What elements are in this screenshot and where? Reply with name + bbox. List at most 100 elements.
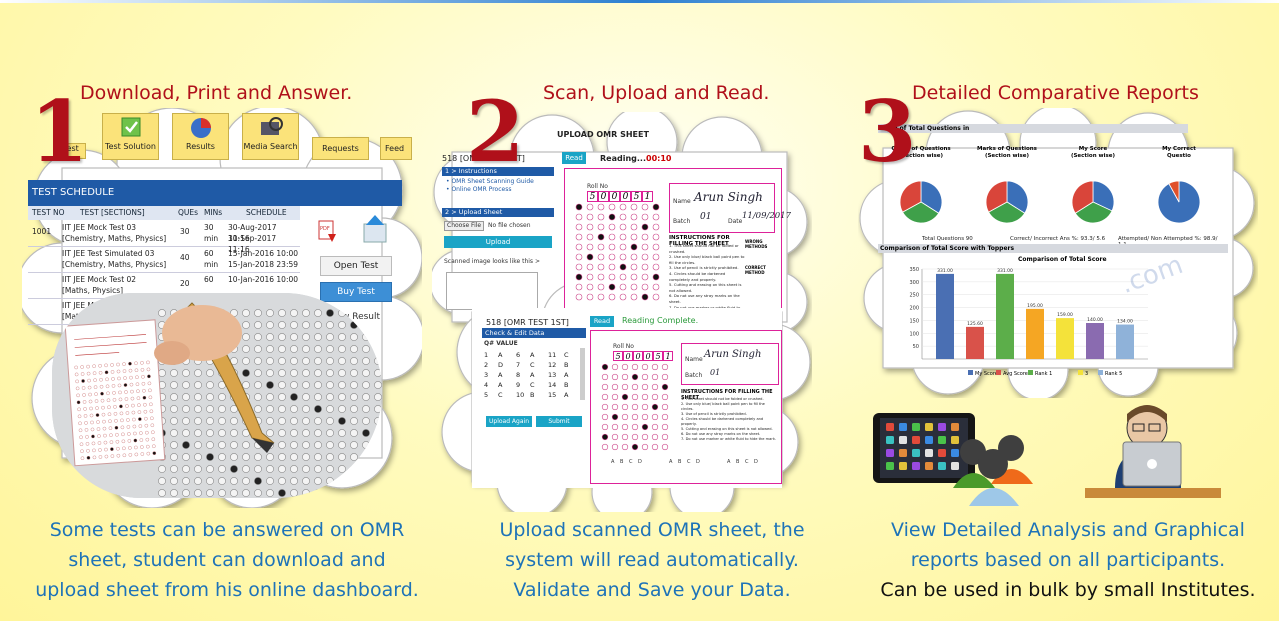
omr-bubble [619,263,627,271]
omr-bubble [266,345,274,353]
omr-bubble [350,429,358,437]
sheet-bubble [134,445,138,450]
pdf-icon[interactable]: PDF [318,220,336,242]
sheet-bubble [124,390,128,394]
omr-bubble [230,477,238,485]
omr-bubble [158,477,166,485]
toolbar-results[interactable]: Results [172,113,229,160]
omr-bubble [601,393,609,401]
omr-bubble [290,381,298,389]
sheet-bubble [74,365,78,370]
link-online-omr[interactable]: • Online OMR Process [446,186,512,193]
scrollbar[interactable] [580,348,585,400]
sheet-bubble [91,434,95,439]
omr-bubble [338,441,346,449]
sheet-bubble [140,361,144,365]
sheet-bubble [98,448,102,452]
legend-swatch [968,370,973,375]
toolbar-requests[interactable]: Requests [312,137,369,160]
open-test-button[interactable]: Open Test [320,256,392,276]
read-button[interactable]: Read [590,316,614,327]
sheet-bubble [117,376,121,381]
sheet-bubble [100,391,104,396]
omr-bubble [631,423,639,431]
omr-bubble [362,369,370,377]
omr-bubble [170,393,178,401]
omr-bubble [314,441,322,449]
omr-bubble [218,393,226,401]
sheet-bubble [138,424,143,428]
omr-bubble [302,321,310,329]
omr-bubble [597,283,605,291]
sheet-bubble [127,439,132,443]
toolbar-test-solution[interactable]: Test Solution [102,113,159,160]
choose-file-button[interactable]: Choose File [444,221,485,231]
view-result-link[interactable]: View Result [328,312,381,322]
pie-slice [1071,180,1094,214]
omr-bubble [652,243,660,251]
sheet-bubble [86,455,91,460]
omr-bubble [242,345,250,353]
sheet-bubble [132,424,137,429]
omr-bubble [242,357,250,365]
read-button[interactable]: Read [562,152,586,164]
sheet-bubble [84,428,89,432]
comparison-header: Comparison of Total Score with Toppers [878,244,1228,253]
buy-test-button[interactable]: Buy Test [320,282,392,302]
pie-title: Marks of Questions [977,146,1037,152]
omr-bubble [641,213,649,221]
toolbar-media-search[interactable]: Media Search [242,113,299,160]
omr-bubble [575,283,583,291]
omr-bubble [158,489,166,497]
submit-button[interactable]: Submit [536,416,582,427]
bar-data-label: 331.00 [937,268,953,274]
omr-bubble [621,393,629,401]
omr-bubble [206,441,214,449]
upload-icon[interactable] [362,214,388,244]
sheet-bubble [110,363,114,367]
omr-bubble [631,403,639,411]
bar [966,326,984,359]
omr-bubble [611,363,619,371]
app-icon [886,436,894,444]
omr-bubble [601,433,609,441]
upload-again-button[interactable]: Upload Again [486,416,532,427]
pie-chart: Marks of Questions(Section wise) [964,146,1050,246]
roll-digit: 1 [663,351,673,361]
omr-bubble [182,417,190,425]
toolbar-feed[interactable]: Feed [380,137,412,160]
omr-bubble [652,233,660,241]
omr-bubble [586,293,594,301]
toolbar-test[interactable]: Test [62,143,86,159]
instruction-line: 5. Cutting and erasing on this sheet is … [669,282,742,293]
roll-no-label: Roll No [587,183,608,190]
upload-button[interactable]: Upload [444,236,552,248]
roll-digit: 0 [633,351,643,361]
omr-bubble [194,369,202,377]
omr-bubble [586,203,594,211]
omr-bubble [619,253,627,261]
omr-bubble [254,333,262,341]
omr-bubble [314,345,322,353]
roll-digit: 5 [587,191,598,202]
omr-bubble [266,417,274,425]
sheet-bubble [100,398,105,403]
omr-bubble [170,405,178,413]
bar [996,273,1014,359]
omr-bubble [194,429,202,437]
sheet-bubble [149,409,154,414]
omr-bubble [206,405,214,413]
sheet-bubble [148,388,152,393]
omr-bubble [631,443,639,451]
omr-bubble [278,405,286,413]
omr-bubble [350,393,358,401]
sheet-bubble [102,419,106,424]
omr-bubble [218,489,226,497]
omr-bubble [338,393,346,401]
link-scanning-guide[interactable]: • OMR Sheet Scanning Guide [446,178,534,185]
omr-bubble [586,233,594,241]
roll-digit: 5 [613,351,623,361]
omr-bubble [611,373,619,381]
